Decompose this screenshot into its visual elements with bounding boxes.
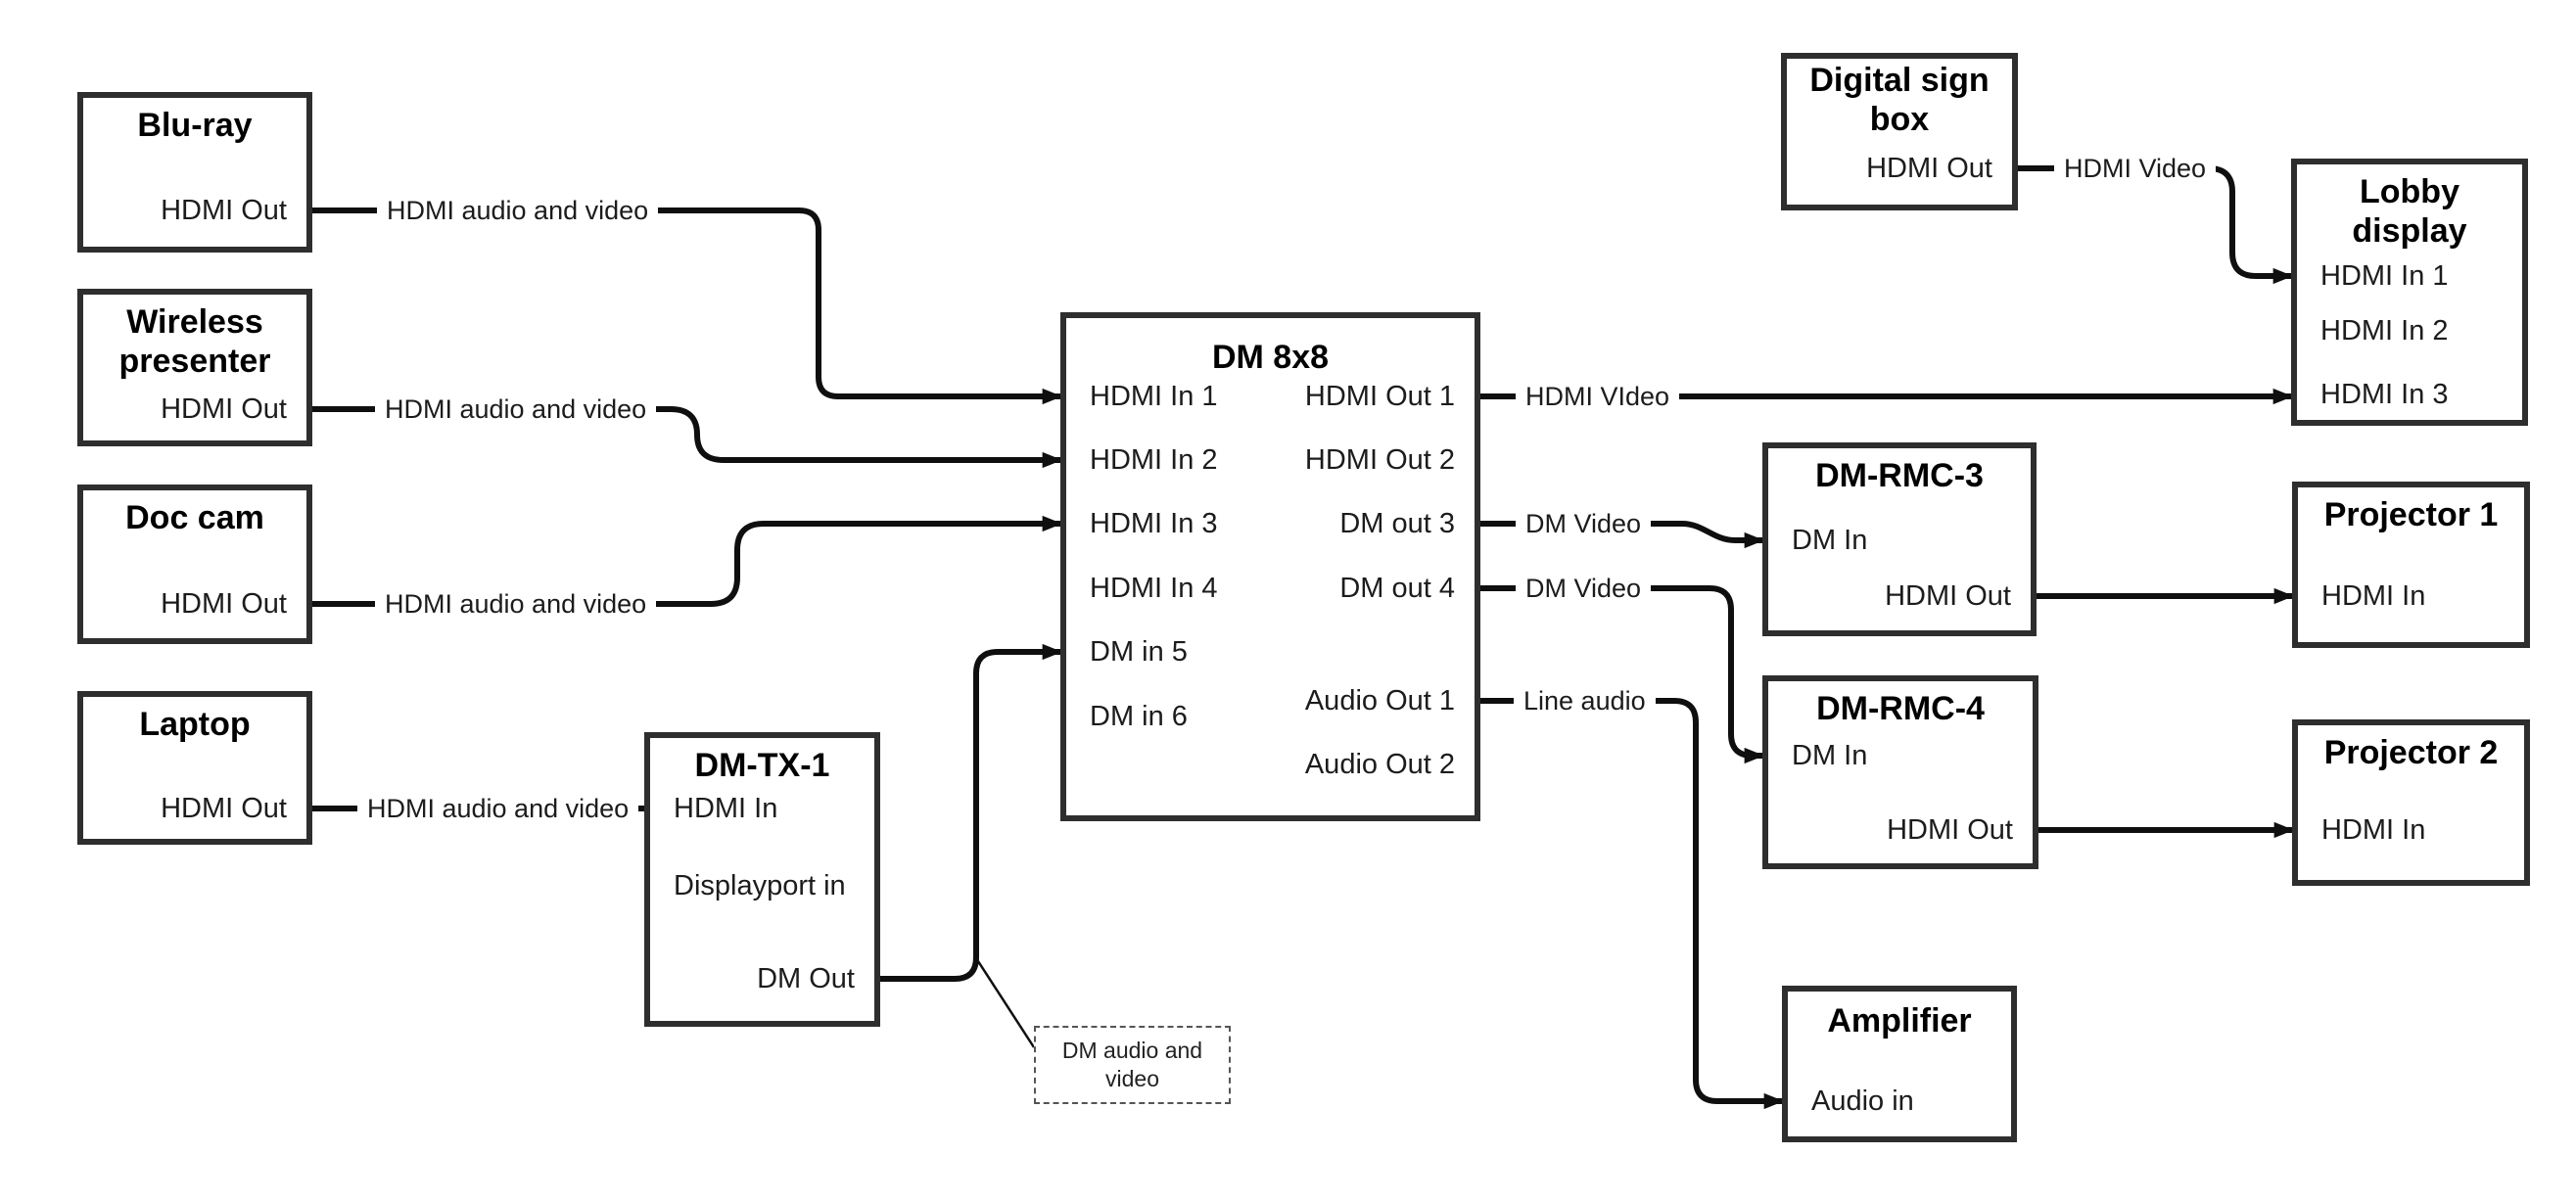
edge-dm8x8-out3-to-rmc3: [1480, 521, 1765, 549]
edge-dm8x8-out4-to-rmc4: [1480, 585, 1765, 764]
port-amplifier-audio-in: Audio in: [1811, 1086, 1914, 1117]
port-bluray-hdmi-out: HDMI Out: [161, 195, 287, 226]
edge-doccam-to-dm8x8-in3: [312, 515, 1063, 607]
edge-label-dm8x8-out1-to-lobby-in3: HDMI VIdeo: [1516, 377, 1680, 416]
port-dm-tx-1-dm-out: DM Out: [757, 963, 855, 994]
port-dm-8x8-hdmi-out-1: HDMI Out 1: [1304, 381, 1455, 412]
node-title-doc-cam: Doc cam: [125, 499, 264, 536]
node-projector-1: Projector 1 HDMI In: [2292, 482, 2530, 648]
port-dm-8x8-hdmi-out-2: HDMI Out 2: [1304, 444, 1455, 476]
port-dm-tx-1-displayport-in: Displayport in: [674, 870, 846, 901]
port-dm-8x8-hdmi-in-3: HDMI In 3: [1090, 508, 1218, 539]
node-dm-rmc-4: DM-RMC-4 DM In HDMI Out: [1762, 675, 2038, 869]
port-dm-rmc-4-dm-in: DM In: [1792, 740, 1868, 771]
port-lobby-display-hdmi-in-2: HDMI In 2: [2320, 315, 2449, 346]
edge-label-dm8x8-out4-to-rmc4: DM Video: [1516, 569, 1652, 608]
port-dm-8x8-dm-out-4: DM out 4: [1339, 573, 1455, 604]
port-doc-cam-hdmi-out: HDMI Out: [161, 588, 287, 620]
port-dm-rmc-3-dm-in: DM In: [1792, 525, 1868, 556]
node-title-projector-2: Projector 2: [2323, 734, 2499, 771]
port-dm-rmc-3-hdmi-out: HDMI Out: [1885, 580, 2011, 612]
edge-dm8x8-audio1-to-amp: [1480, 698, 1785, 1110]
port-lobby-display-hdmi-in-1: HDMI In 1: [2320, 260, 2449, 292]
node-title-amplifier: Amplifier: [1827, 1002, 1972, 1039]
node-dm-rmc-3: DM-RMC-3 DM In HDMI Out: [1762, 442, 2037, 636]
port-dm-8x8-hdmi-in-4: HDMI In 4: [1090, 573, 1218, 604]
edge-wireless-to-dm8x8-in2: [312, 406, 1063, 469]
port-dm-8x8-dm-in-6: DM in 6: [1090, 701, 1188, 732]
edge-label-dm8x8-audio1-to-amp: Line audio: [1514, 681, 1656, 720]
edge-label-laptop-to-dmtx1: HDMI audio and video: [357, 789, 639, 828]
edge-sign-to-lobby-in1: [2018, 165, 2294, 285]
node-projector-2: Projector 2 HDMI In: [2292, 719, 2530, 886]
node-title-projector-1: Projector 1: [2323, 496, 2499, 533]
port-dm-8x8-audio-out-1: Audio Out 1: [1304, 685, 1455, 716]
port-dm-8x8-hdmi-in-2: HDMI In 2: [1090, 444, 1218, 476]
port-dm-rmc-4-hdmi-out: HDMI Out: [1887, 814, 2013, 846]
node-title-dm-tx-1: DM-TX-1: [694, 747, 830, 784]
edge-label-sign-to-lobby-in1: HDMI Video: [2054, 149, 2217, 188]
port-digital-sign-box-hdmi-out: HDMI Out: [1866, 153, 1992, 184]
note-leader-line: [976, 960, 1036, 1048]
edge-label-dm8x8-out3-to-rmc3: DM Video: [1516, 504, 1652, 543]
edge-label-doccam-to-dm8x8-in3: HDMI audio and video: [375, 584, 657, 624]
node-title-dm-rmc-3: DM-RMC-3: [1815, 457, 1984, 494]
port-dm-tx-1-hdmi-in: HDMI In: [674, 793, 778, 824]
annotation-note: DM audio and video: [1034, 1026, 1231, 1104]
node-title-lobby-display: Lobby display: [2352, 173, 2467, 250]
node-title-laptop: Laptop: [139, 706, 251, 743]
port-projector-2-hdmi-in: HDMI In: [2321, 814, 2426, 846]
edge-bluray-to-dm8x8-in1: [312, 208, 1063, 405]
edge-dmtx1-to-dm8x8-in5: [880, 643, 1063, 982]
port-projector-1-hdmi-in: HDMI In: [2321, 580, 2426, 612]
port-dm-8x8-dm-out-3: DM out 3: [1339, 508, 1455, 539]
port-laptop-hdmi-out: HDMI Out: [161, 793, 287, 824]
node-title-bluray: Blu-ray: [137, 107, 253, 144]
port-lobby-display-hdmi-in-3: HDMI In 3: [2320, 379, 2449, 410]
port-dm-8x8-dm-in-5: DM in 5: [1090, 636, 1188, 668]
node-title-digital-sign-box: Digital sign box: [1809, 62, 1990, 138]
port-wireless-presenter-hdmi-out: HDMI Out: [161, 393, 287, 425]
port-dm-8x8-audio-out-2: Audio Out 2: [1304, 749, 1455, 780]
node-title-dm-8x8: DM 8x8: [1211, 339, 1330, 376]
port-dm-8x8-hdmi-in-1: HDMI In 1: [1090, 381, 1218, 412]
edge-label-bluray-to-dm8x8-in1: HDMI audio and video: [377, 191, 659, 230]
node-title-dm-rmc-4: DM-RMC-4: [1816, 690, 1985, 727]
node-title-wireless-presenter: Wireless presenter: [118, 303, 271, 380]
edge-label-wireless-to-dm8x8-in2: HDMI audio and video: [375, 390, 657, 429]
